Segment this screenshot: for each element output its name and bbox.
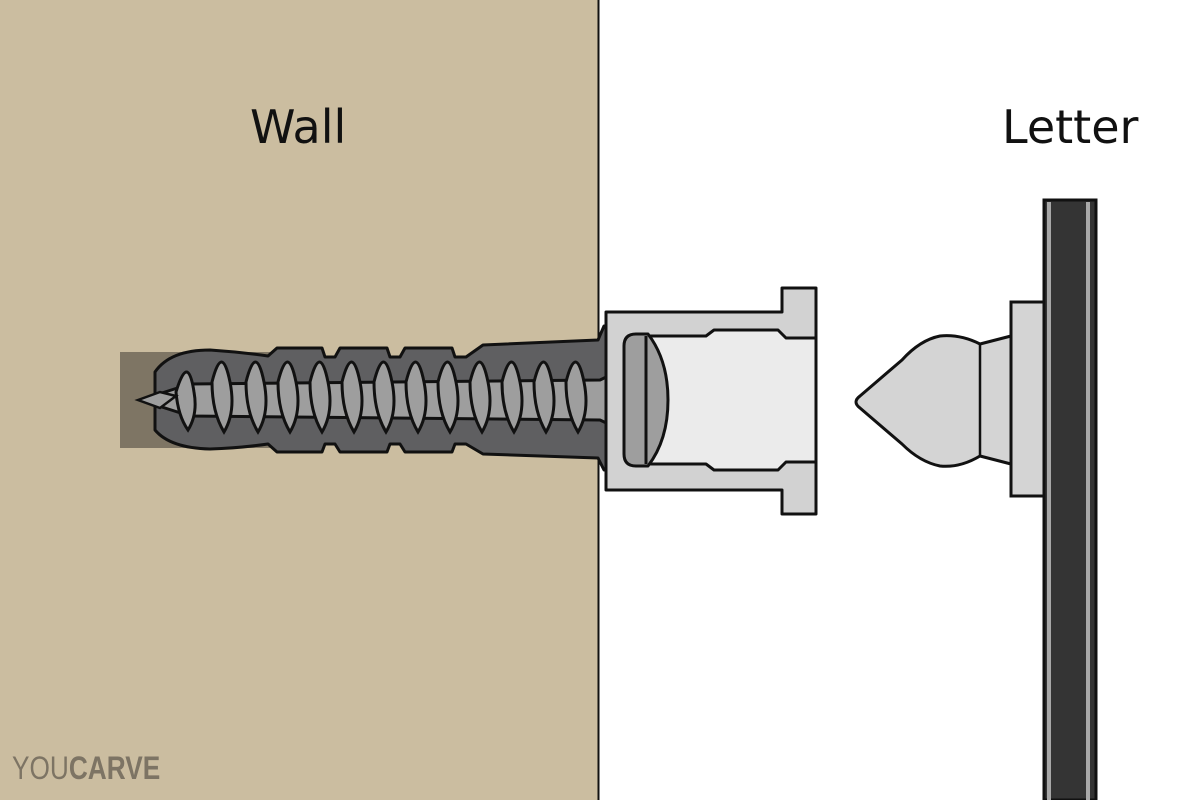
brand-prefix: YOU (12, 750, 69, 786)
stud-base-plate (1009, 300, 1046, 498)
brand-suffix: CARVE (68, 750, 161, 786)
letter-edge-right (1086, 202, 1090, 800)
sleeve-cavity (638, 328, 818, 472)
screw-tip (134, 390, 179, 410)
letter-edge-left (1047, 202, 1051, 800)
wall-label: Wall (250, 100, 347, 154)
brand-logo: YOUCARVE (12, 752, 160, 784)
stud-pin (854, 334, 1013, 468)
screw-threads (174, 360, 588, 435)
letter-label: Letter (1002, 100, 1139, 154)
